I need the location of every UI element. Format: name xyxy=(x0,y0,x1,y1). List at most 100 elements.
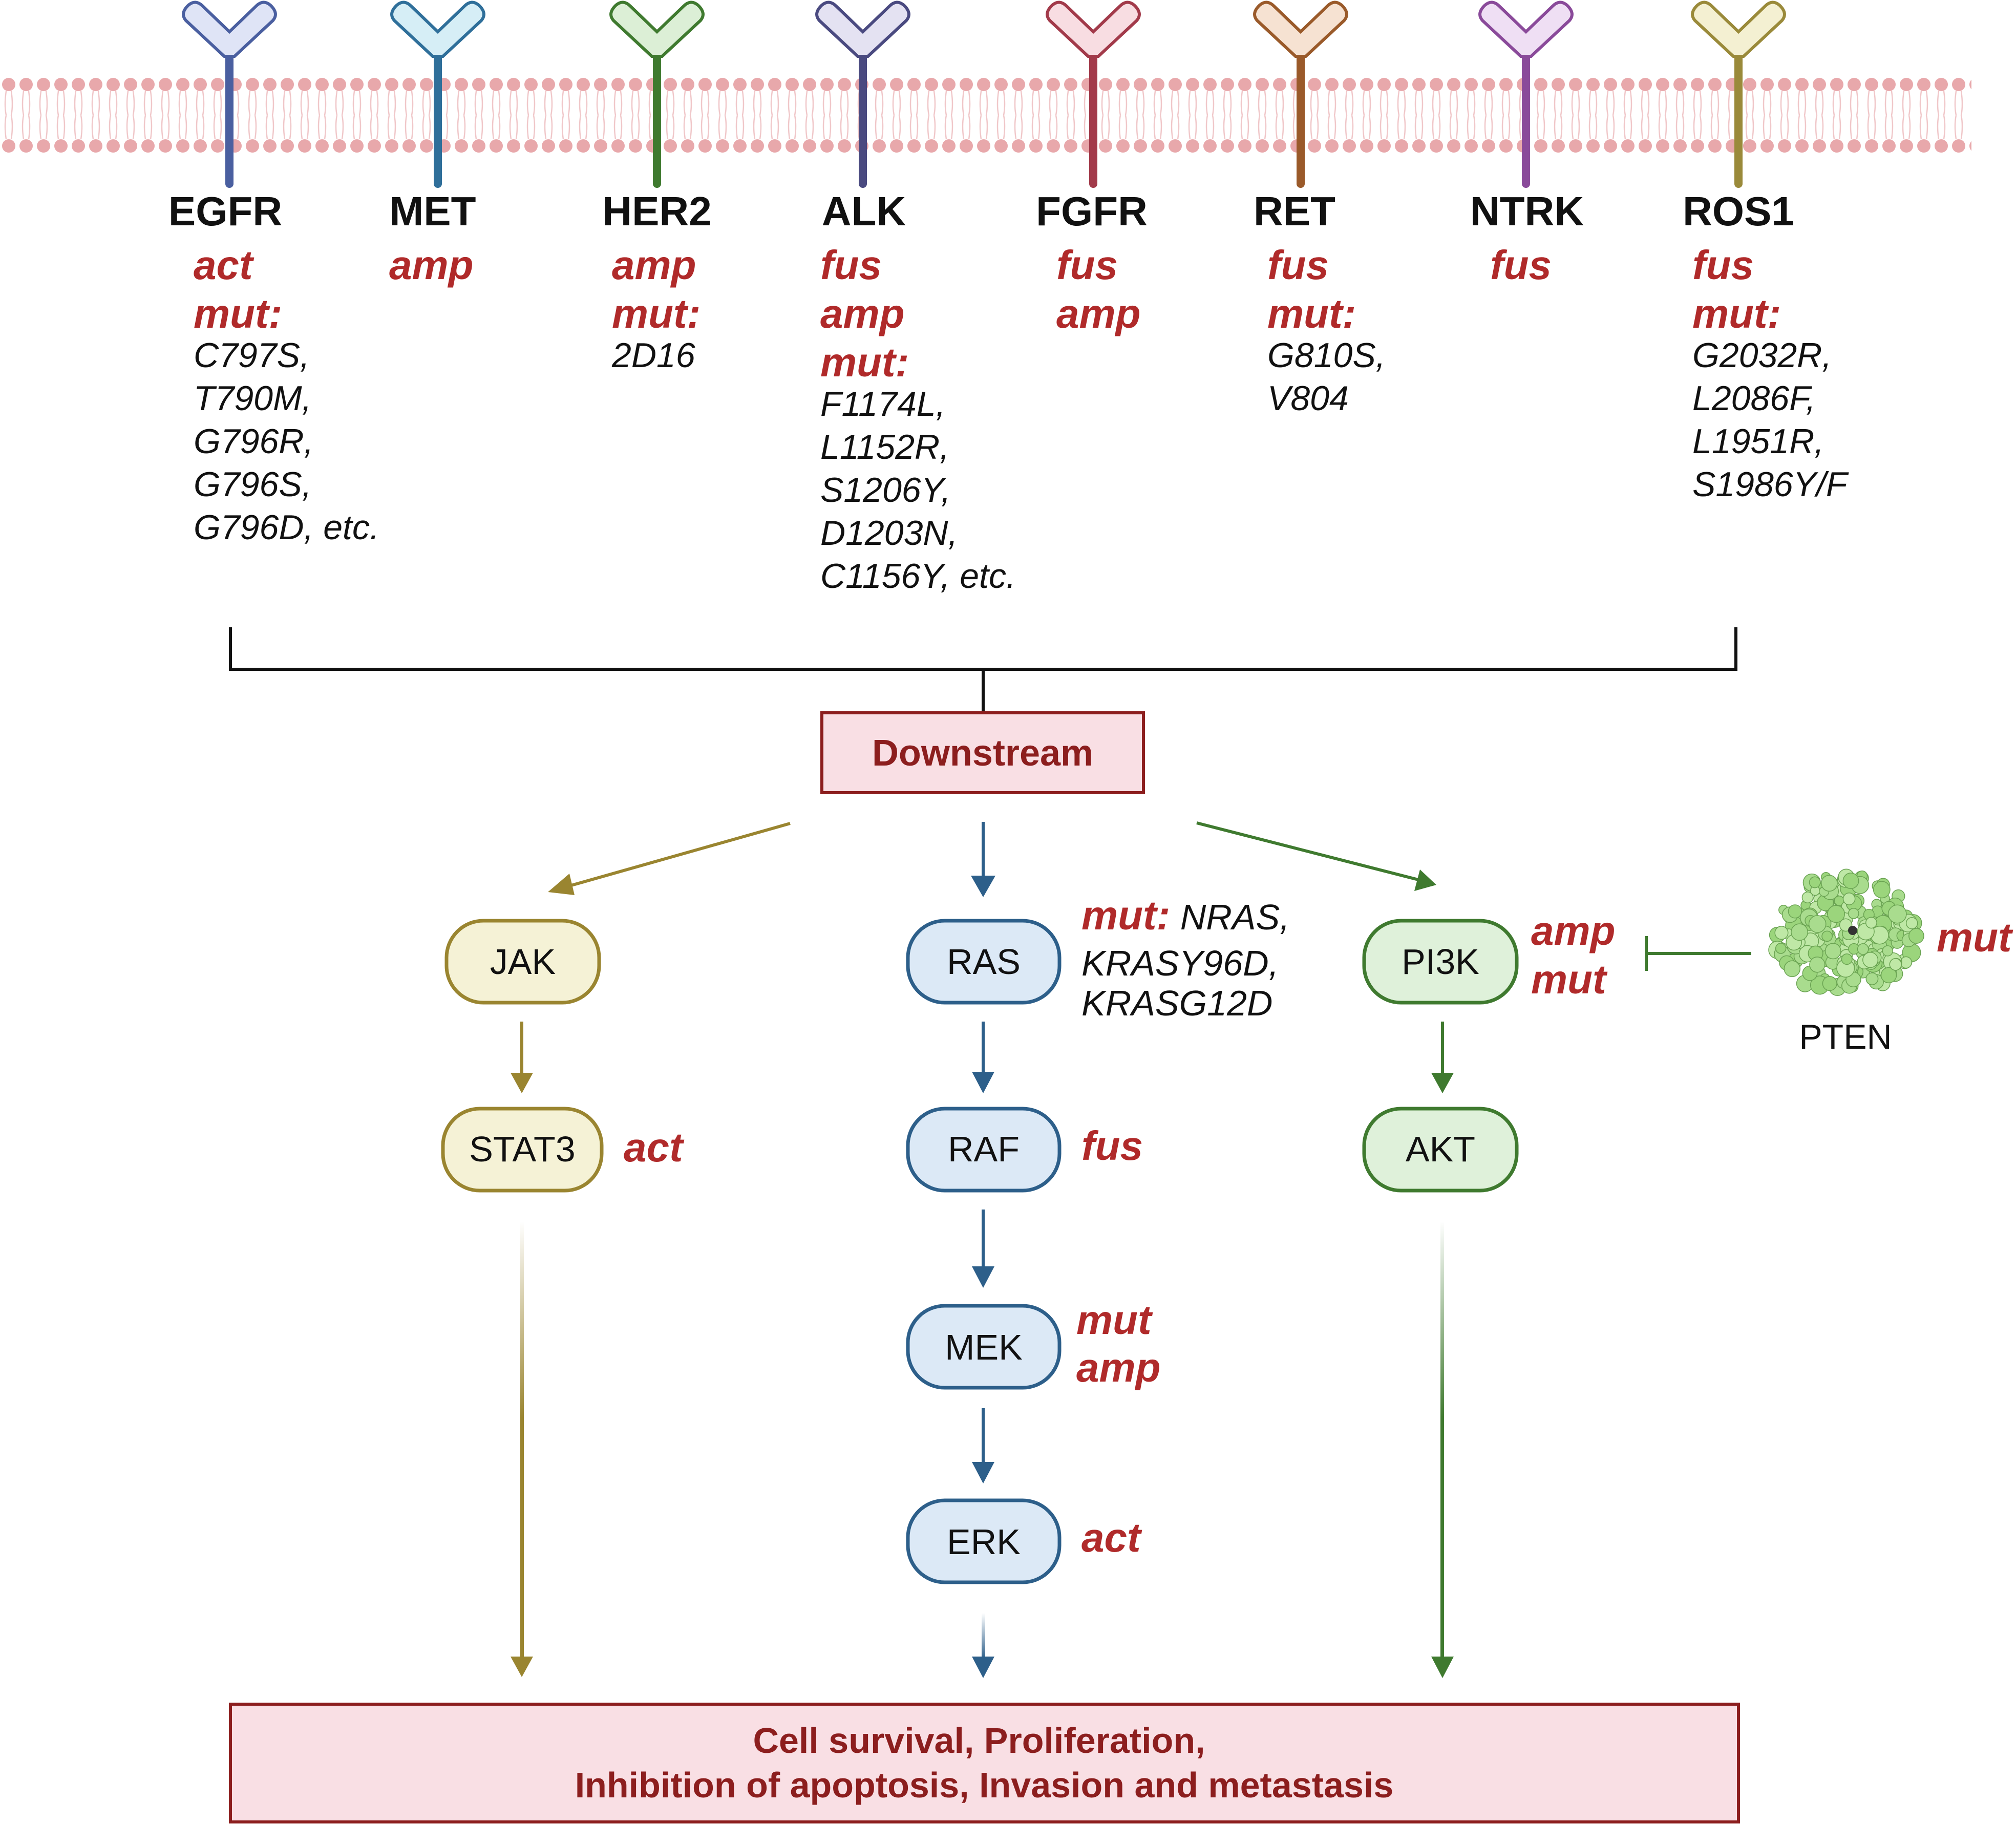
arrow-raf-to-mek xyxy=(972,1210,994,1288)
receptor-fgfr-head xyxy=(1046,1,1141,58)
receptor-ntrk-name: NTRK xyxy=(1470,188,1584,234)
ras-label: RAS xyxy=(947,942,1021,982)
receptor-met-stem xyxy=(434,54,442,188)
receptor-ntrk-stem xyxy=(1522,54,1530,188)
receptor-alk-name: ALK xyxy=(822,188,906,234)
receptor-egfr-alteration: act xyxy=(194,242,254,288)
receptor-met-alteration: amp xyxy=(389,242,474,288)
pi3k-node xyxy=(1362,919,1519,1005)
receptor-ntrk: NTRK fus xyxy=(1470,1,1584,288)
arrow-mek-to-erk xyxy=(972,1408,994,1483)
receptor-alk-mutation: F1174L, xyxy=(820,385,945,423)
receptor-her2-alteration: mut: xyxy=(612,291,701,336)
receptor-met: MET amp xyxy=(389,1,485,288)
akt-node xyxy=(1362,1107,1519,1193)
jak-node xyxy=(444,919,601,1005)
ras-node xyxy=(906,919,1062,1005)
receptor-egfr-stem xyxy=(225,54,234,188)
pi3k-annotation-line-2: mut xyxy=(1531,957,1608,1002)
ras-annotation-line-3: KRASG12D xyxy=(1081,983,1272,1023)
inhibition-pten-to-pi3k xyxy=(1645,936,1751,971)
mek-node xyxy=(906,1304,1062,1390)
receptor-her2-alteration: amp xyxy=(612,242,696,288)
pten-protein-icon xyxy=(1768,868,1924,996)
mek-label: MEK xyxy=(945,1327,1023,1367)
cell-membrane xyxy=(0,77,1971,154)
receptor-ros1-alteration: fus xyxy=(1692,242,1754,288)
pi3k-annotation-line-1: amp xyxy=(1531,908,1616,953)
arrow-jak-to-stat3 xyxy=(511,1022,533,1093)
receptor-ros1-name: ROS1 xyxy=(1683,188,1794,234)
receptor-alk-alteration: mut: xyxy=(820,340,909,385)
downstream-box xyxy=(820,711,1145,794)
receptor-group: EGFRactmut:C797S,T790M,G796R,G796S,G796D… xyxy=(168,1,1849,596)
receptor-egfr-mutation: C797S, xyxy=(194,336,310,375)
receptor-ros1-head xyxy=(1691,1,1786,58)
receptor-egfr-alteration: mut: xyxy=(194,291,282,336)
receptor-egfr-name: EGFR xyxy=(168,188,282,234)
arrow-erk-to-outcome xyxy=(972,1613,994,1678)
receptor-alk-alteration: fus xyxy=(820,242,882,288)
erk-label: ERK xyxy=(947,1522,1021,1562)
receptor-egfr-mutation: T790M, xyxy=(194,379,312,418)
receptor-alk-mutation: D1203N, xyxy=(820,514,958,553)
pten-label: PTEN xyxy=(1799,1017,1892,1056)
mek-annotation-line-1: mut xyxy=(1076,1297,1153,1343)
receptor-her2-stem xyxy=(653,54,661,188)
arrow-pi3k-to-akt xyxy=(1431,1022,1454,1093)
outcome-box xyxy=(229,1703,1740,1823)
receptor-ret-stem xyxy=(1297,54,1305,188)
raf-annotation: fus xyxy=(1081,1123,1143,1169)
receptor-ros1-stem xyxy=(1734,54,1743,188)
receptor-egfr: EGFRactmut:C797S,T790M,G796R,G796S,G796D… xyxy=(168,1,379,547)
mek-annotation-line-2: amp xyxy=(1076,1345,1161,1390)
receptor-alk-mutation: C1156Y, etc. xyxy=(820,557,1016,596)
ras-annotation-line-1: NRAS, xyxy=(1170,897,1289,937)
receptor-ntrk-head xyxy=(1478,1,1574,58)
erk-node xyxy=(906,1498,1062,1584)
receptor-fgfr-name: FGFR xyxy=(1036,188,1148,234)
pi3k-label: PI3K xyxy=(1402,942,1479,982)
stat3-node xyxy=(441,1107,604,1193)
receptor-egfr-head xyxy=(182,1,277,58)
receptor-met-name: MET xyxy=(390,188,476,234)
pten-annotation: mut xyxy=(1937,915,2013,960)
receptor-her2-mutation: 2D16 xyxy=(611,336,695,375)
receptor-alk-mutation: L1152R, xyxy=(820,428,949,466)
ras-annotation-line-2: KRASY96D, xyxy=(1081,943,1279,983)
receptor-alk-alteration: amp xyxy=(820,291,905,336)
outcome-line-2: Inhibition of apoptosis, Invasion and me… xyxy=(575,1765,1394,1805)
receptor-ret-name: RET xyxy=(1254,188,1335,234)
ras-annotation-red: mut: xyxy=(1081,893,1170,938)
receptor-ret-alteration: fus xyxy=(1267,242,1329,288)
receptor-ntrk-alteration: fus xyxy=(1490,242,1552,288)
receptor-her2-name: HER2 xyxy=(602,188,711,234)
downstream-label: Downstream xyxy=(872,733,1093,774)
receptor-ret-mutation: G810S, xyxy=(1267,336,1386,375)
arrow-stat3-to-outcome xyxy=(511,1221,533,1677)
receptor-bracket xyxy=(229,627,1737,671)
erk-annotation: act xyxy=(1081,1515,1142,1560)
akt-label: AKT xyxy=(1406,1129,1475,1169)
receptor-ros1-mutation: G2032R, xyxy=(1692,336,1832,375)
receptor-her2-head xyxy=(609,1,705,58)
outcome-line-1: Cell survival, Proliferation, xyxy=(753,1721,1205,1761)
receptor-ros1-mutation: L2086F, xyxy=(1692,379,1816,418)
receptor-fgfr-alteration: fus xyxy=(1056,242,1118,288)
stat3-annotation: act xyxy=(624,1125,685,1170)
receptor-alk-mutation: S1206Y, xyxy=(820,471,951,510)
receptor-egfr-mutation: G796D, etc. xyxy=(194,508,379,547)
receptor-egfr-mutation: G796R, xyxy=(194,422,313,461)
arrow-downstream-to-ras xyxy=(971,822,995,897)
ras-annotation: mut: NRAS, xyxy=(1081,893,1290,938)
receptor-ret-alteration: mut: xyxy=(1267,291,1356,336)
raf-node xyxy=(906,1107,1062,1193)
arrow-ras-to-raf xyxy=(972,1022,994,1093)
receptor-ros1-mutation: S1986Y/F xyxy=(1692,465,1849,504)
receptor-ret-head xyxy=(1253,1,1348,58)
